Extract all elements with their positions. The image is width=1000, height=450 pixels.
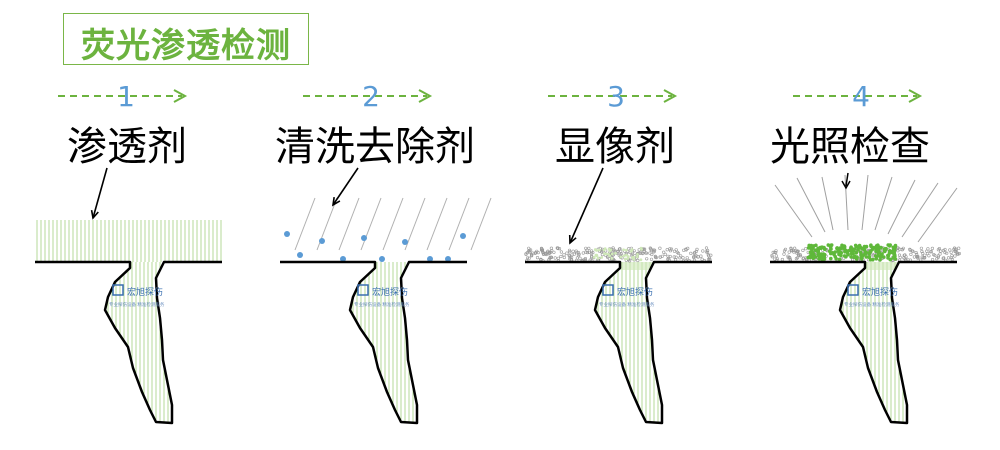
penetrant-layer xyxy=(36,220,222,262)
title-box: 荧光渗透检测 xyxy=(63,13,309,66)
step-4-crack-outline xyxy=(770,260,957,425)
step-1-penetrant-in-crack xyxy=(107,262,172,423)
watermark-name: 宏旭探伤 xyxy=(127,286,163,298)
step-1-crack-outline xyxy=(35,260,222,425)
step-4-arrow-head-icon xyxy=(908,89,923,103)
step-2-label: 清洗去除剂 xyxy=(275,124,475,170)
uv-arrow xyxy=(845,172,849,187)
step-2-pointer xyxy=(332,167,359,206)
uv-arrow-head-icon xyxy=(841,180,851,190)
uv-ray xyxy=(796,177,826,233)
uv-ray xyxy=(874,176,893,231)
developer-layer xyxy=(524,246,713,263)
water-droplet xyxy=(340,256,346,262)
step-4-number: 4 xyxy=(852,80,870,113)
watermark-name: 宏旭探伤 xyxy=(617,286,653,298)
step-2-pointer-head-icon xyxy=(331,196,341,207)
fluorescent-indication xyxy=(770,243,962,263)
step-1-pointer xyxy=(92,167,108,219)
watermark-slogan: 专业探伤设备 精准检测服务 xyxy=(109,301,165,308)
step-3-crack-outline xyxy=(525,260,712,425)
watermark-logo-icon xyxy=(112,284,124,296)
step-1-number: 1 xyxy=(117,80,135,113)
step-4-label: 光照检查 xyxy=(770,124,930,170)
water-droplet xyxy=(445,256,451,262)
water-droplet xyxy=(460,233,466,239)
uv-ray xyxy=(861,174,869,231)
water-droplet xyxy=(379,256,385,262)
step-2-crack-outline xyxy=(280,260,467,425)
step-1-arrow-head-icon xyxy=(173,89,188,103)
step-2-arrow-head-icon xyxy=(418,89,433,103)
watermark-name: 宏旭探伤 xyxy=(372,286,408,298)
step-3-pointer-head-icon xyxy=(568,234,577,245)
watermark-name: 宏旭探伤 xyxy=(862,286,898,298)
step-3-number: 3 xyxy=(607,80,625,113)
watermark-slogan: 专业探伤设备 精准检测服务 xyxy=(354,301,410,308)
water-droplet xyxy=(361,235,367,241)
watermark-slogan: 专业探伤设备 精准检测服务 xyxy=(844,301,900,308)
water-droplet xyxy=(297,252,303,258)
uv-ray xyxy=(917,187,958,243)
water-droplet xyxy=(319,238,325,244)
rinse-spray xyxy=(284,197,492,262)
watermark-slogan: 专业探伤设备 精准检测服务 xyxy=(599,301,655,308)
uv-ray xyxy=(844,174,849,231)
step-2-penetrant-in-crack xyxy=(352,262,417,423)
watermark-logo-icon xyxy=(357,284,369,296)
step-3-pointer xyxy=(569,167,604,244)
uv-ray xyxy=(901,182,939,238)
water-droplet xyxy=(427,256,433,262)
water-droplet xyxy=(402,239,408,245)
water-droplet xyxy=(284,231,290,237)
step-3-penetrant-in-crack xyxy=(597,262,662,423)
uv-ray xyxy=(887,179,916,235)
step-1-pointer-head-icon xyxy=(90,209,99,220)
uv-ray xyxy=(821,176,834,231)
step-1-label: 渗透剂 xyxy=(67,124,187,170)
uv-light-rays xyxy=(774,174,958,243)
watermark-logo-icon xyxy=(602,284,614,296)
step-2-number: 2 xyxy=(362,80,380,113)
watermark-logo-icon xyxy=(847,284,859,296)
step-3-label: 显像剂 xyxy=(555,124,675,170)
step-4-penetrant-in-crack xyxy=(842,262,907,423)
step-3-arrow-head-icon xyxy=(663,89,678,103)
uv-ray xyxy=(774,184,813,238)
page-title: 荧光渗透检测 xyxy=(81,26,291,66)
